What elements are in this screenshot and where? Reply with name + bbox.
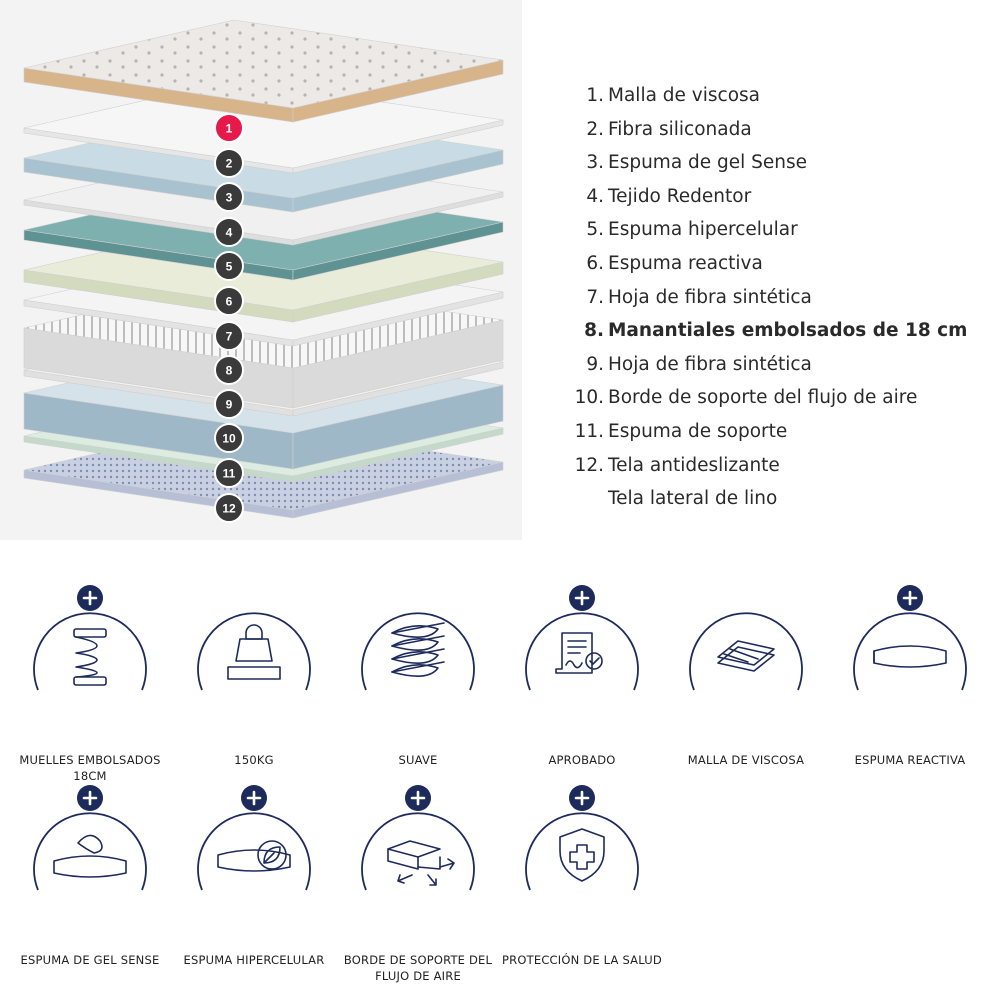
feathers-icon xyxy=(391,622,445,677)
spring-icon xyxy=(73,628,107,686)
gel-mattress-icon xyxy=(53,834,127,878)
svg-text:7: 7 xyxy=(226,330,233,344)
list-item: 3.Espuma de gel Sense xyxy=(586,152,808,174)
svg-text:KG: KG xyxy=(247,647,262,658)
mattress-layer xyxy=(23,19,504,123)
feature-spring: MUELLES EMBOLSADOS 18CM xyxy=(8,585,172,785)
layer-number-badge: 6 xyxy=(214,286,244,316)
list-item: 11.Espuma de soporte xyxy=(574,420,788,442)
list-item: 1.Malla de viscosa xyxy=(586,85,760,106)
feature-ring xyxy=(361,785,475,891)
plus-icon xyxy=(77,785,103,811)
mattress-icon xyxy=(873,645,947,668)
layer-number-badge: 9 xyxy=(214,389,244,419)
feature-ring xyxy=(33,585,147,691)
feature-ring xyxy=(853,585,967,691)
plus-icon xyxy=(569,585,595,611)
svg-text:5: 5 xyxy=(226,260,233,274)
plus-icon xyxy=(569,785,595,811)
feature-mattress: ESPUMA REACTIVA xyxy=(828,585,992,785)
feature-label: ESPUMA HIPERCELULAR xyxy=(183,953,325,967)
layer-number-badge: 12 xyxy=(214,493,244,523)
layer-number-badge: 11 xyxy=(214,458,244,488)
svg-text:10: 10 xyxy=(222,432,236,446)
layer-number-badge: 5 xyxy=(214,251,244,281)
feature-ring xyxy=(525,785,639,891)
svg-text:3: 3 xyxy=(226,191,233,205)
plus-icon xyxy=(241,785,267,811)
shield-icon xyxy=(559,828,605,882)
feature-label: MUELLES EMBOLSADOS 18CM xyxy=(19,753,161,783)
layers-icon xyxy=(717,640,775,672)
feature-airflow: BORDE DE SOPORTE DEL FLUJO DE AIRE xyxy=(336,785,500,985)
list-item: 9.Hoja de fibra sintética xyxy=(586,353,812,375)
layer-number-badge: 2 xyxy=(214,148,244,178)
svg-text:12: 12 xyxy=(222,502,236,516)
svg-text:4: 4 xyxy=(226,226,233,240)
list-item: Tela lateral de lino xyxy=(608,488,778,510)
plus-icon xyxy=(405,785,431,811)
feature-ring xyxy=(525,585,639,691)
layer-number-badge: 7 xyxy=(214,321,244,351)
feature-layers: MALLA DE VISCOSA xyxy=(664,585,828,785)
layer-number-badge: 3 xyxy=(214,182,244,212)
feature-label: APROBADO xyxy=(548,753,616,767)
feature-feathers: SUAVE xyxy=(336,585,500,785)
feature-label: SUAVE xyxy=(398,753,438,767)
list-item: 8.Manantiales embolsados de 18 cm xyxy=(584,320,968,342)
layer-number-badge: 1 xyxy=(214,113,244,143)
list-item: 12.Tela antideslizante xyxy=(574,454,780,476)
svg-text:9: 9 xyxy=(226,398,233,412)
airflow-icon xyxy=(387,840,455,886)
feature-kettlebell: KG 150KG xyxy=(172,585,336,785)
plus-icon xyxy=(897,585,923,611)
svg-text:2: 2 xyxy=(226,157,233,171)
svg-text:1: 1 xyxy=(226,122,233,136)
layer-number-badge: 8 xyxy=(214,355,244,385)
layer-list: 1.Malla de viscosa 2.Fibra siliconada 3.… xyxy=(560,82,968,519)
leaf-mattress-icon xyxy=(217,840,291,872)
feature-label: ESPUMA DE GEL SENSE xyxy=(20,953,160,967)
features-grid: MUELLES EMBOLSADOS 18CM KG 150KG SUAVE A… xyxy=(0,540,1000,1000)
svg-text:6: 6 xyxy=(226,295,233,309)
feature-ring xyxy=(197,785,311,891)
feature-label: MALLA DE VISCOSA xyxy=(687,753,805,767)
feature-leaf-mattress: ESPUMA HIPERCELULAR xyxy=(172,785,336,985)
feature-certificate: APROBADO xyxy=(500,585,664,785)
svg-text:11: 11 xyxy=(223,467,236,481)
feature-label: ESPUMA REACTIVA xyxy=(854,753,966,767)
feature-label: 150KG xyxy=(234,753,274,767)
layer-number-badge: 4 xyxy=(214,217,244,247)
list-item: 2.Fibra siliconada xyxy=(586,118,752,140)
feature-label: PROTECCIÓN DE LA SALUD xyxy=(502,953,662,967)
feature-gel-mattress: ESPUMA DE GEL SENSE xyxy=(8,785,172,985)
feature-ring: KG xyxy=(197,612,311,691)
feature-ring xyxy=(689,612,803,691)
list-item: 5.Espuma hipercelular xyxy=(586,219,798,241)
feature-label: BORDE DE SOPORTE DEL FLUJO DE AIRE xyxy=(343,953,493,983)
layer-number-badge: 10 xyxy=(214,423,244,453)
list-item: 7.Hoja de fibra sintética xyxy=(586,286,812,308)
feature-ring xyxy=(33,785,147,891)
feature-shield: PROTECCIÓN DE LA SALUD xyxy=(500,785,664,985)
svg-text:8: 8 xyxy=(226,364,233,378)
list-item: 4.Tejido Redentor xyxy=(586,185,752,207)
list-item: 10.Borde de soporte del flujo de aire xyxy=(574,387,918,409)
kettlebell-icon: KG xyxy=(227,624,281,680)
feature-ring xyxy=(361,612,475,691)
certificate-icon xyxy=(555,632,603,674)
list-item: 6.Espuma reactiva xyxy=(586,252,763,274)
plus-icon xyxy=(77,585,103,611)
